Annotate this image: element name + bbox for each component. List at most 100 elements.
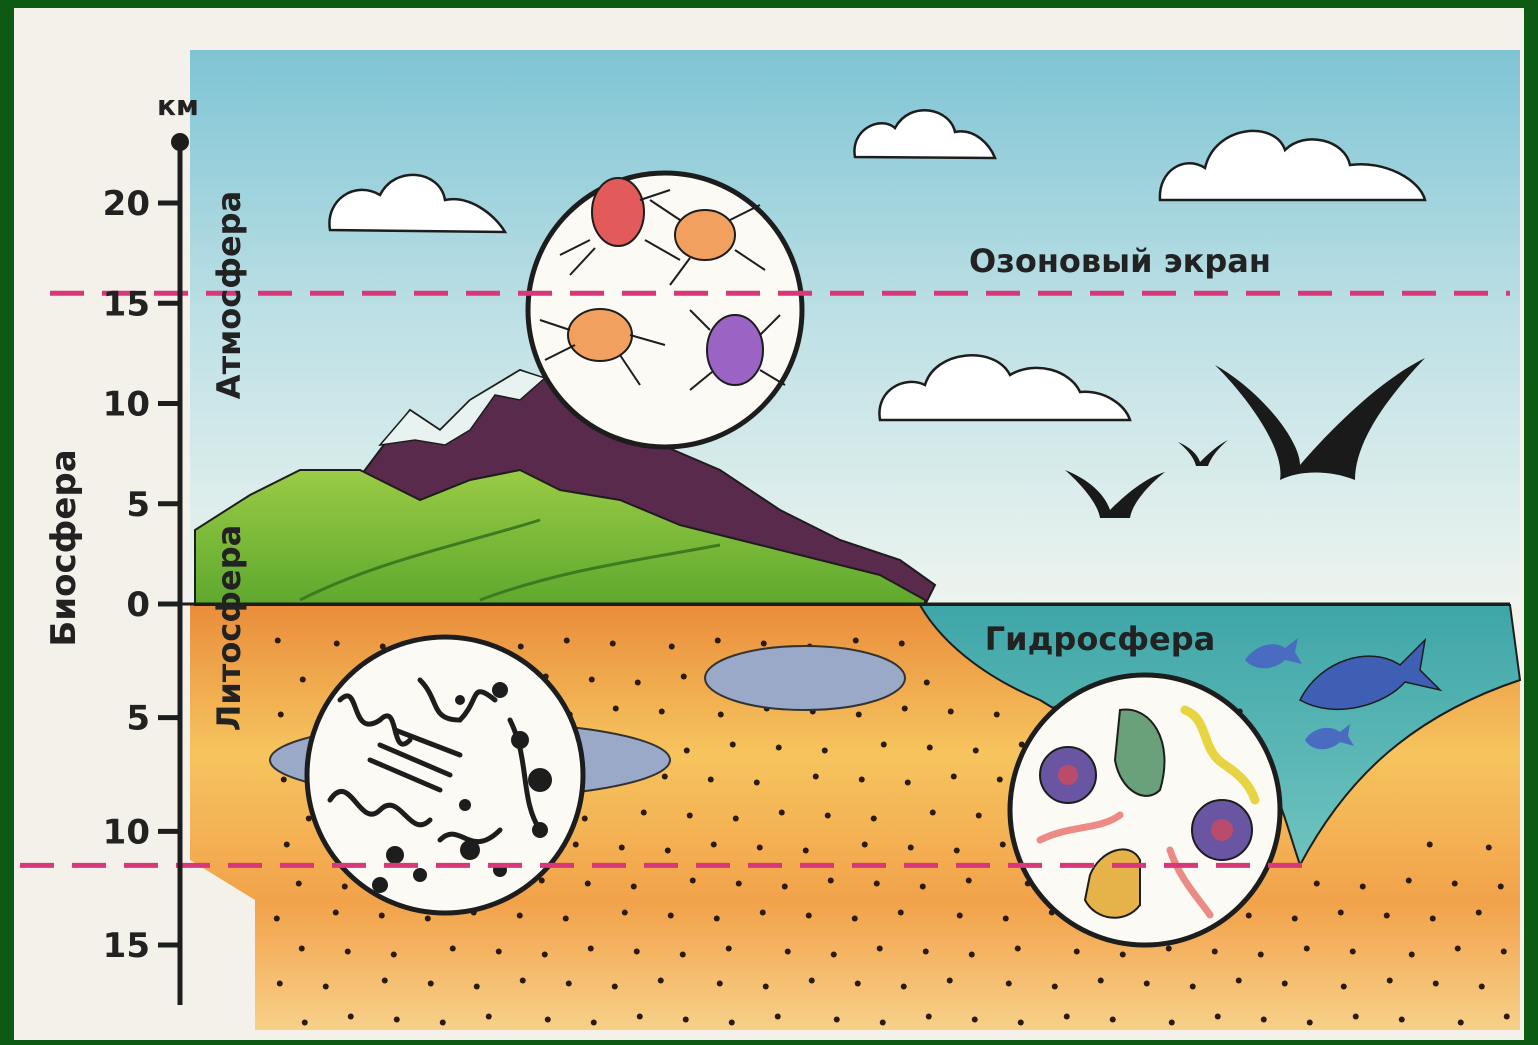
axis-unit: км (157, 89, 199, 122)
soil-dot (905, 779, 911, 785)
soil-dot (951, 773, 957, 779)
soil-dot (687, 812, 693, 818)
soil-dot (736, 880, 742, 886)
axis-tick-label: 5 (126, 485, 150, 525)
soil-dot (1246, 912, 1252, 918)
soil-dot (333, 909, 339, 915)
soil-dot (898, 909, 904, 915)
soil-dot (825, 812, 831, 818)
soil-dot (299, 945, 305, 951)
soil-dot (474, 983, 480, 989)
soil-dot (828, 877, 834, 883)
soil-dot (714, 915, 720, 921)
soil-dot (1215, 1013, 1221, 1019)
soil-dot (379, 912, 385, 918)
soil-dot (591, 1019, 597, 1025)
soil-dot (718, 711, 724, 717)
soil-dot (394, 1016, 400, 1022)
soil-dot (924, 679, 930, 685)
hydrosphere-label: Гидросфера (985, 620, 1215, 658)
soil-dot (681, 673, 687, 679)
soil-dot (496, 948, 502, 954)
soil-dot (761, 640, 767, 646)
soil-dot (518, 643, 524, 649)
soil-dot (976, 812, 982, 818)
soil-dot (683, 1016, 689, 1022)
groundwater-lens (705, 646, 905, 710)
soil-dot (1360, 883, 1366, 889)
soil-dot (726, 945, 732, 951)
soil-dot (1261, 1016, 1267, 1022)
soil-dot (1307, 1019, 1313, 1025)
soil-dot (855, 980, 861, 986)
soil-dot (803, 847, 809, 853)
soil-dot (763, 983, 769, 989)
frame-right-border (1524, 0, 1538, 1040)
soil-dot (622, 909, 628, 915)
soil-dot (994, 711, 1000, 717)
soil-dot (775, 1013, 781, 1019)
soil-dot (665, 847, 671, 853)
soil-dot (1110, 1016, 1116, 1022)
soil-dot (690, 877, 696, 883)
soil-dot (1338, 909, 1344, 915)
soil-dot (881, 741, 887, 747)
soil-dot (302, 1019, 308, 1025)
soil-dot (1169, 1019, 1175, 1025)
soil-dot (1387, 977, 1393, 983)
soil-dot (708, 776, 714, 782)
soil-dot (1399, 1016, 1405, 1022)
soil-dot (757, 844, 763, 850)
soil-dot (1433, 980, 1439, 986)
soil-dot (1120, 951, 1126, 957)
soil-dot (1003, 915, 1009, 921)
atmosphere-label: Атмосфера (210, 191, 248, 399)
soil-dot (564, 637, 570, 643)
soil-dot (902, 705, 908, 711)
soil-dot (1430, 915, 1436, 921)
soil-dot (831, 951, 837, 957)
soil-dot (834, 1016, 840, 1022)
soil-dot (1486, 844, 1492, 850)
soil-dot (754, 779, 760, 785)
soil-dot (1018, 1019, 1024, 1025)
axis-tick-label: 15 (103, 926, 150, 966)
soil-dot (610, 640, 616, 646)
soil-dot (711, 841, 717, 847)
biosphere-label: Биосфера (44, 449, 84, 646)
soil-dot (450, 945, 456, 951)
soil-dot (957, 912, 963, 918)
axis-tick-label: 15 (103, 284, 150, 324)
axis-tick-label: 0 (126, 585, 150, 625)
soil-dot (634, 948, 640, 954)
soil-dot (880, 1019, 886, 1025)
soil-dot (899, 640, 905, 646)
soil-dot (563, 915, 569, 921)
soil-dot (1476, 909, 1482, 915)
soil-dot (822, 747, 828, 753)
soil-dot (631, 883, 637, 889)
magnified-circle-air-organisms (528, 173, 802, 447)
soil-dot (1504, 1013, 1510, 1019)
soil-dot (926, 1013, 932, 1019)
soil-dot (1282, 980, 1288, 986)
soil-dot (853, 637, 859, 643)
soil-dot (923, 948, 929, 954)
soil-dot (296, 880, 302, 886)
soil-dot (323, 983, 329, 989)
soil-dot (947, 977, 953, 983)
soil-dot (589, 676, 595, 682)
soil-dot (1479, 983, 1485, 989)
frame-left-border (0, 0, 14, 1040)
soil-dot (668, 912, 674, 918)
soil-dot (806, 912, 812, 918)
soil-dot (871, 815, 877, 821)
soil-dot (1074, 948, 1080, 954)
soil-dot (813, 773, 819, 779)
soil-dot (542, 951, 548, 957)
soil-dot (588, 945, 594, 951)
axis-tick-label: 5 (126, 699, 150, 739)
soil-dot (1341, 983, 1347, 989)
soil-dot (582, 815, 588, 821)
soil-dot (908, 844, 914, 850)
